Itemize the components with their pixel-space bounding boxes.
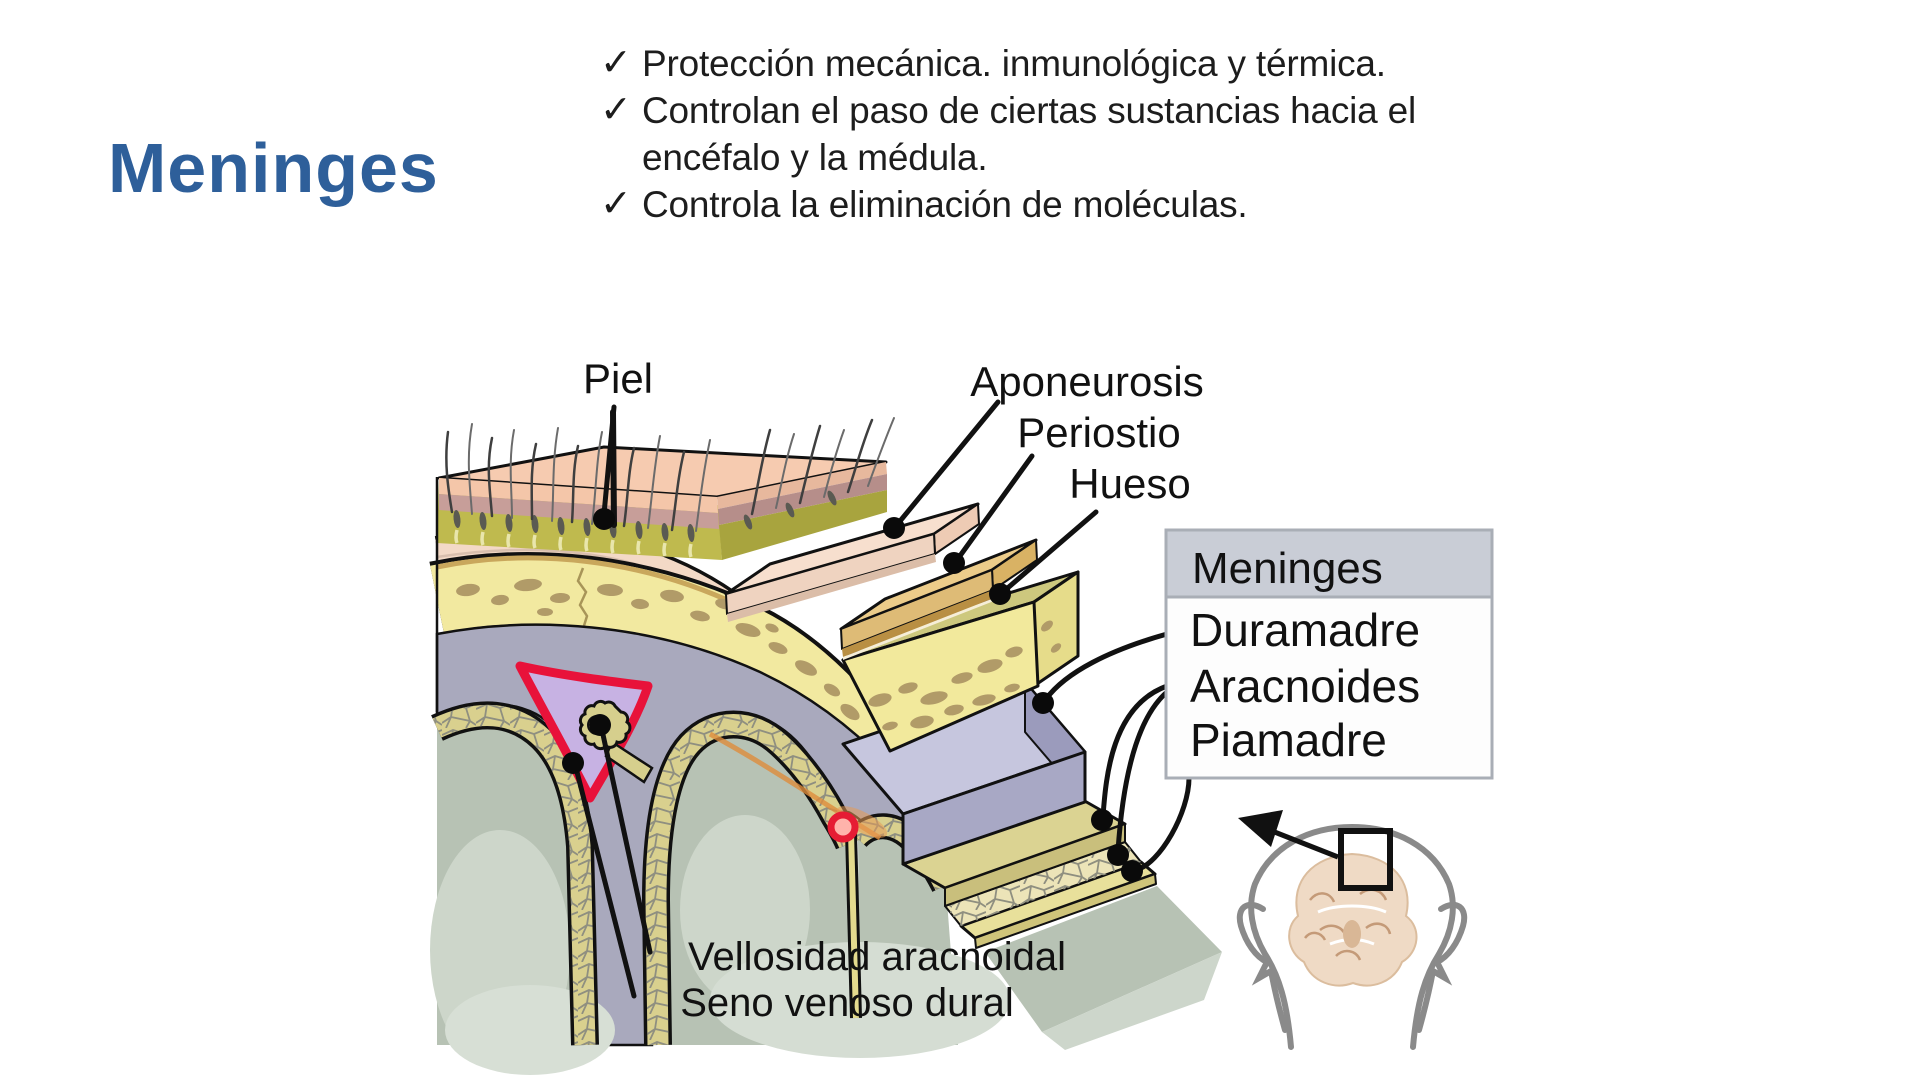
bullet-list: ✓ Protección mecánica. inmunológica y té… (600, 40, 1416, 228)
follicle-tufts (454, 529, 693, 558)
dot-piamadre (1121, 860, 1143, 882)
brain-coronal-section (1288, 852, 1418, 987)
label-aponeurosis: Aponeurosis (970, 358, 1203, 405)
skull-suture-crack (576, 567, 589, 630)
leader-periostio (954, 453, 1035, 563)
bullet-item: ✓ Controlan el paso de ciertas sustancia… (600, 87, 1416, 181)
leader-aracnoides-1 (1100, 683, 1170, 819)
dot-duramadre (1032, 692, 1054, 714)
layer-steps (435, 409, 1222, 1050)
leader-hueso (1000, 509, 1099, 595)
blood-vessel (708, 731, 888, 843)
leader-aracnoides-2 (1115, 689, 1170, 854)
leader-aponeurosis (893, 399, 1001, 529)
dot-aracnoides (1091, 809, 1113, 831)
bone-marrow-blobs (456, 578, 860, 721)
dot-piel (593, 508, 615, 530)
dot-subarachnoid (1107, 844, 1129, 866)
bone-step (841, 570, 1080, 753)
dot-aponeurosis (883, 517, 905, 539)
label-periostio: Periostio (1017, 409, 1180, 456)
hair-follicles (453, 490, 837, 542)
label-seno: Seno venoso dural (680, 981, 1014, 1025)
cut-vessel-icon (827, 811, 859, 843)
legend-item-duramadre: Duramadre (1190, 604, 1420, 656)
leader-lines (573, 399, 1192, 999)
right-ear (1416, 901, 1468, 1033)
label-hueso: Hueso (1069, 460, 1190, 507)
bullet-text: encéfalo y la médula. (642, 137, 988, 178)
dot-periostio (943, 552, 965, 574)
leader-piamadre (1133, 775, 1192, 873)
zoom-square-icon (1338, 828, 1393, 891)
left-ear (1236, 901, 1288, 1033)
bullet-text: Protección mecánica. inmunológica y térm… (642, 43, 1386, 84)
leader-duramadre (1043, 631, 1170, 702)
legend-box: Meninges Duramadre Aracnoides Piamadre (1164, 528, 1494, 780)
dot-vellosidad (589, 714, 611, 736)
periosteum-step (839, 538, 1038, 660)
skin-block (437, 409, 895, 560)
legend-header (1164, 528, 1494, 599)
page-title: Meninges (108, 129, 439, 207)
bullet-text: Controlan el paso de ciertas sustancias … (642, 90, 1417, 131)
checkmark-icon: ✓ (600, 183, 632, 225)
skull-band (429, 552, 895, 769)
legend-title: Meninges (1192, 544, 1383, 593)
head-inset-illustration (1236, 810, 1468, 1050)
label-dots (562, 508, 1143, 882)
arrow-icon (1238, 810, 1339, 860)
bullet-item: ✓ Protección mecánica. inmunológica y té… (600, 40, 1416, 87)
legend-item-piamadre: Piamadre (1190, 714, 1387, 766)
leader-seno (573, 765, 637, 999)
dot-seno (562, 752, 584, 774)
aponeurosis-step (724, 502, 980, 622)
checkmark-icon: ✓ (600, 42, 632, 84)
head-outline (1236, 823, 1468, 1050)
arachnoid-step (901, 798, 1127, 907)
legend-item-aracnoides: Aracnoides (1190, 660, 1420, 712)
brain-slab (985, 886, 1222, 1050)
label-vellosidad: Vellosidad aracnoidal (688, 935, 1066, 979)
dot-hueso (989, 583, 1011, 605)
bone-marrow-blobs (868, 620, 1062, 731)
bullet-item: ✓ Controla la eliminación de moléculas. (600, 181, 1416, 228)
label-piel: Piel (583, 355, 653, 402)
leader-vellosidad (599, 727, 653, 955)
bullet-text: Controla la eliminación de moléculas. (642, 184, 1248, 225)
checkmark-icon: ✓ (600, 89, 632, 131)
leader-piel (601, 404, 617, 517)
